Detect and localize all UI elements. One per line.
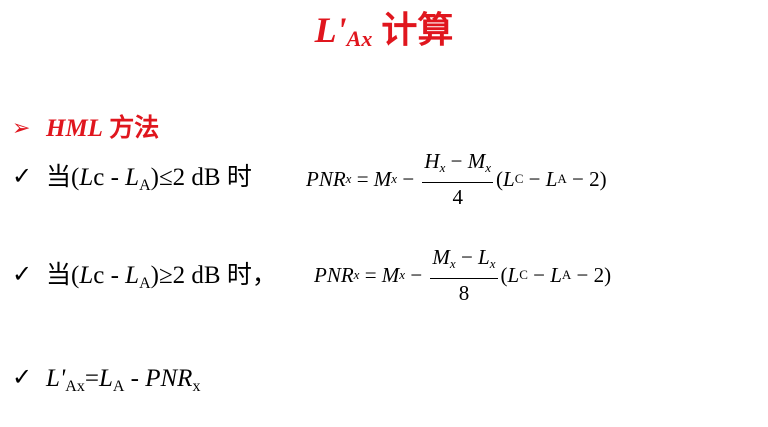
final-formula: L'Ax=LA - PNRx (46, 365, 201, 395)
check-bullet-icon: ✓ (12, 162, 33, 190)
title-text: 计算 (372, 10, 454, 50)
title-symbol: L' (314, 10, 347, 50)
title-subscript: Ax (346, 26, 373, 51)
fraction-denominator: 8 (458, 281, 470, 305)
condition-text: 当(Lc - LA)≥2 dB 时， (46, 262, 277, 292)
fraction-2: Mx − Lx 8 (430, 245, 498, 305)
condition-text: 当(Lc - LA)≤2 dB 时 (46, 164, 252, 194)
fraction-denominator: 4 (452, 185, 463, 209)
method-heading-row: ➢ HML 方法 (0, 114, 768, 146)
fraction-1: Hx − Mx 4 (422, 149, 493, 209)
final-formula-row: ✓ L'Ax=LA - PNRx (0, 363, 768, 397)
page-title: L'Ax 计算 (0, 8, 768, 61)
fraction-numerator: Hx − Mx (422, 149, 493, 183)
method-heading: HML 方法 (46, 114, 159, 144)
check-bullet-icon: ✓ (12, 260, 33, 288)
arrow-bullet-icon: ➢ (12, 116, 31, 141)
method-name: HML (46, 115, 103, 142)
check-bullet-icon: ✓ (12, 363, 33, 391)
fraction-numerator: Mx − Lx (430, 245, 498, 279)
method-suffix: 方法 (102, 115, 160, 142)
